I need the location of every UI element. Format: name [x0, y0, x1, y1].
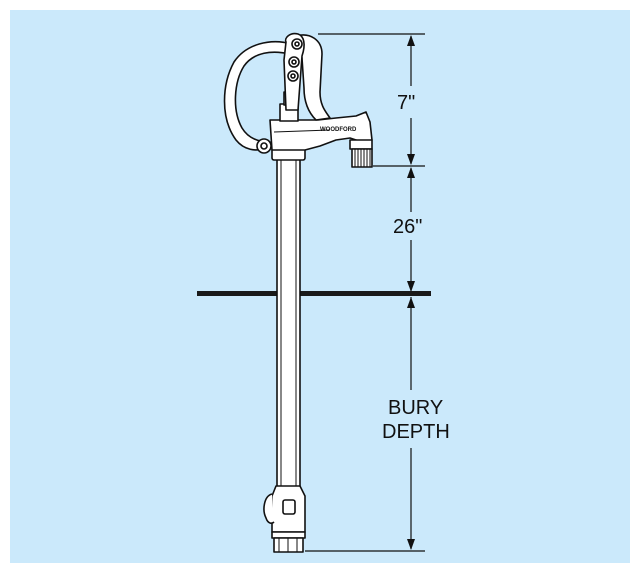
- riser-pipe: [276, 157, 301, 489]
- hydrant: WOODFORD: [223, 32, 373, 553]
- arrow-up-icon: [407, 297, 415, 308]
- arrow-down-icon: [407, 539, 415, 550]
- dim-label-top: 7": [397, 92, 415, 114]
- nozzle-collar: [349, 139, 373, 150]
- valve-plug: [282, 499, 296, 515]
- dim-label-riser: 26": [393, 216, 422, 238]
- arrow-up-icon: [407, 35, 415, 46]
- handle-lever: [295, 34, 331, 121]
- arrow-up-icon: [407, 167, 415, 178]
- brand-label: WOODFORD: [320, 127, 357, 133]
- valve-ring: [271, 531, 306, 539]
- drain-port: [263, 493, 275, 524]
- dimension-arrows: [407, 35, 415, 550]
- dim-label-bury-line1: BURY: [388, 397, 443, 419]
- arrow-down-icon: [407, 154, 415, 165]
- ground-line: [197, 291, 431, 296]
- arrow-down-icon: [407, 281, 415, 292]
- dim-label-bury-line2: DEPTH: [382, 421, 450, 443]
